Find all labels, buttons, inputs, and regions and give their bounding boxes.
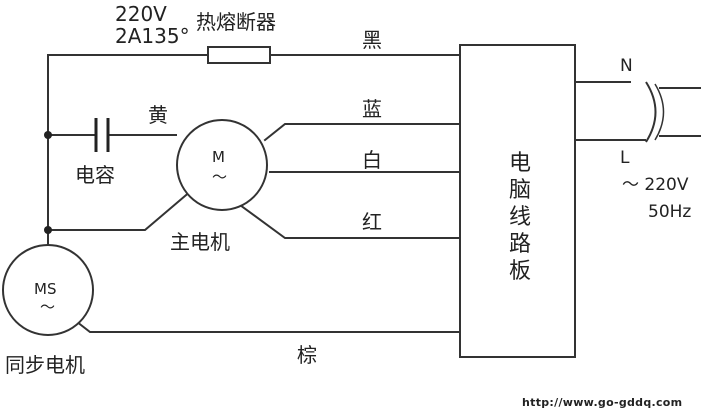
plug-arc-back <box>654 83 665 141</box>
live-label: L <box>620 148 630 168</box>
wire-brown <box>70 316 461 333</box>
voltage-label: 220V <box>115 2 167 26</box>
wire-blue-label: 蓝 <box>362 97 382 121</box>
junction-dot <box>44 226 52 234</box>
wire-white-label: 白 <box>362 148 382 172</box>
wire-brown-label: 棕 <box>297 343 317 367</box>
mains-frequency-label: 50Hz <box>648 202 692 222</box>
neutral-label: N <box>620 56 633 76</box>
wire-black-label: 黑 <box>362 28 382 52</box>
wire-blue <box>263 123 461 142</box>
mains-voltage-label: ～ 220V <box>622 175 689 195</box>
sync-motor-tilde: ～ <box>40 298 56 316</box>
thermal-fuse <box>207 46 271 64</box>
wire-yellow-label: 黄 <box>148 103 168 127</box>
wire-red-label: 红 <box>362 210 382 234</box>
board-char: 板 <box>508 259 531 284</box>
main-motor-tilde: ～ <box>212 168 228 186</box>
main-motor-label: 主电机 <box>170 230 230 254</box>
wire-red <box>238 203 461 239</box>
capacitor-label: 电容 <box>75 163 115 187</box>
board-char: 电 <box>508 151 531 176</box>
sync-motor-label: 同步电机 <box>5 353 85 377</box>
wire-black <box>47 54 209 331</box>
watermark-url: http://www.go-gddq.com <box>522 396 683 409</box>
control-board <box>459 44 576 358</box>
wire-main-motor-diag <box>47 188 194 231</box>
fuse-rating-label: 2A135° <box>115 24 190 48</box>
board-char: 线 <box>508 205 531 230</box>
control-board-label: 电 脑 线 路 板 <box>500 150 540 285</box>
board-char: 脑 <box>508 178 531 203</box>
board-char: 路 <box>508 232 531 257</box>
plug-lines <box>659 87 701 137</box>
main-motor <box>176 119 268 211</box>
junction-dot <box>44 131 52 139</box>
sync-motor <box>2 244 94 336</box>
plug-arc <box>645 81 657 143</box>
main-motor-symbol: M <box>212 148 225 166</box>
fuse-name-label: 热熔断器 <box>196 10 276 34</box>
sync-motor-symbol: MS <box>34 280 57 298</box>
